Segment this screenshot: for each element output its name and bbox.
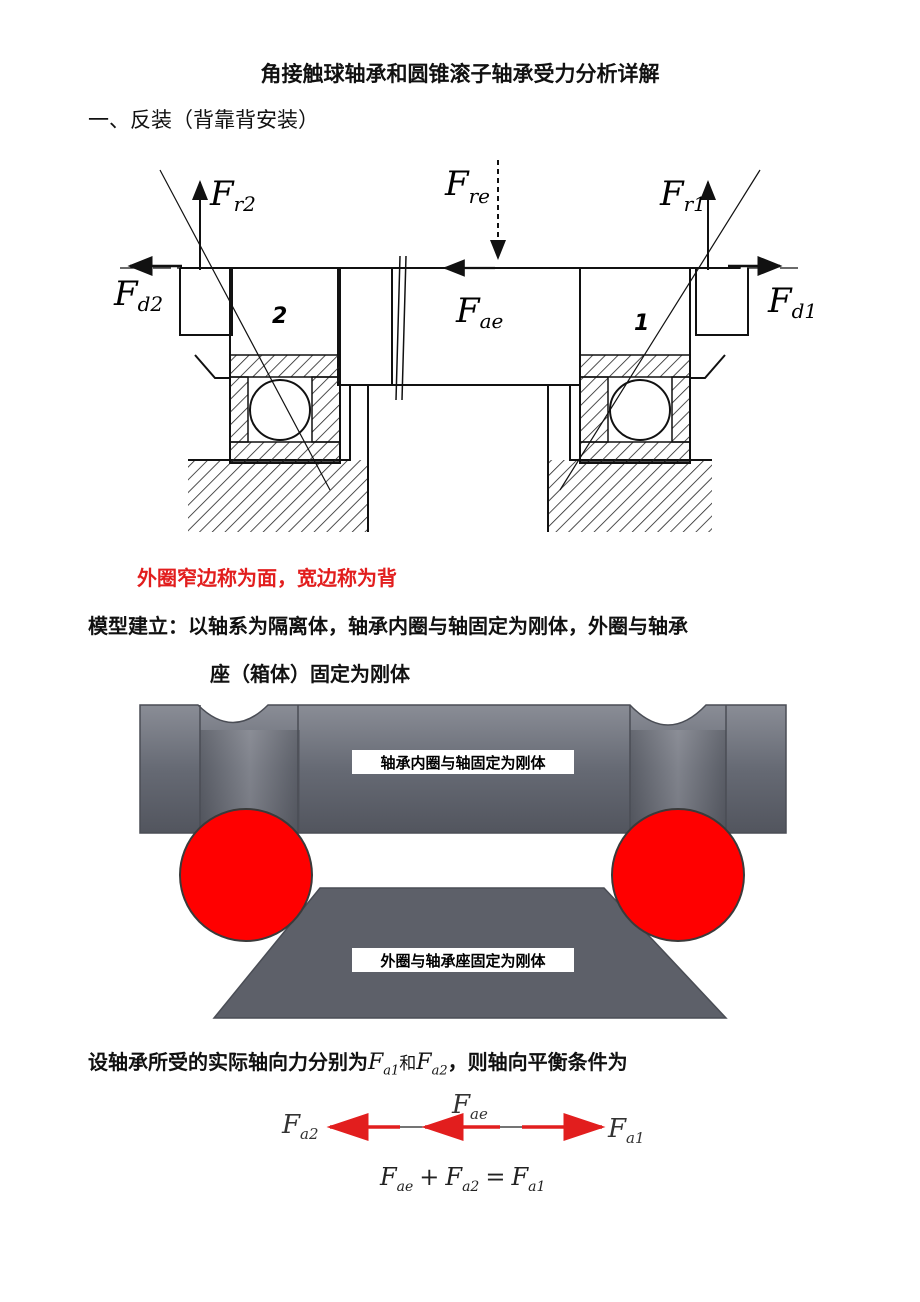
fr2-label: Fr2 bbox=[209, 174, 256, 216]
fa1-symbol: Fa1 bbox=[368, 1050, 400, 1079]
assume-before: 设轴承所受的实际轴向力分别为 bbox=[88, 1050, 368, 1074]
ball-left bbox=[179, 808, 313, 942]
force-balance-diagram: Fa2 Fae Fa1 bbox=[281, 1090, 645, 1147]
balance-equation: Fae+Fa2=Fa1 bbox=[379, 1163, 545, 1195]
fd1-label: Fd1 bbox=[767, 281, 817, 323]
bearing-1 bbox=[559, 169, 761, 491]
model-text-line2: 座（箱体）固定为刚体 bbox=[210, 662, 410, 686]
fd2-label: Fd2 bbox=[113, 274, 163, 316]
fre-label: Fre bbox=[444, 164, 490, 208]
fr1-label: Fr1 bbox=[659, 174, 706, 216]
assume-and: 和 bbox=[399, 1054, 417, 1074]
red-note: 外圈窄边称为面，宽边称为背 bbox=[137, 566, 397, 590]
fae-force-label: Fae bbox=[451, 1090, 488, 1123]
section-heading: 一、反装（背靠背安装） bbox=[88, 108, 319, 132]
ball-right bbox=[611, 808, 745, 942]
page-title: 角接触球轴承和圆锥滚子轴承受力分析详解 bbox=[260, 62, 660, 86]
svg-text:Fae+Fa2=Fa1: Fae+Fa2=Fa1 bbox=[379, 1163, 545, 1195]
bearing-1-number: 1 bbox=[634, 311, 649, 336]
shaft-label: 轴承内圈与轴固定为刚体 bbox=[380, 754, 546, 772]
bearing-2-number: 2 bbox=[272, 304, 287, 329]
assume-after: ，则轴向平衡条件为 bbox=[447, 1050, 628, 1074]
fae-label: Fae bbox=[455, 291, 503, 333]
housing-label-box bbox=[352, 948, 574, 972]
rigid-body-model: 轴承内圈与轴固定为刚体 外圈与轴承座固定为刚体 bbox=[139, 704, 787, 1019]
fa2-symbol: Fa2 bbox=[416, 1050, 448, 1079]
bearing-2 bbox=[159, 169, 341, 491]
fa1-force-label: Fa1 bbox=[607, 1114, 645, 1147]
fa2-force-label: Fa2 bbox=[281, 1110, 319, 1143]
housing-label: 外圈与轴承座固定为刚体 bbox=[379, 952, 546, 970]
shaft-label-box bbox=[352, 750, 574, 774]
bearing-section-drawing: Fr2 Fre Fr1 Fd2 Fae Fd1 2 1 bbox=[113, 160, 817, 532]
model-text-line1: 模型建立：以轴系为隔离体，轴承内圈与轴固定为刚体，外圈与轴承 bbox=[88, 614, 688, 638]
assumption-text: 设轴承所受的实际轴向力分别为Fa1和Fa2，则轴向平衡条件为 bbox=[88, 1046, 628, 1078]
